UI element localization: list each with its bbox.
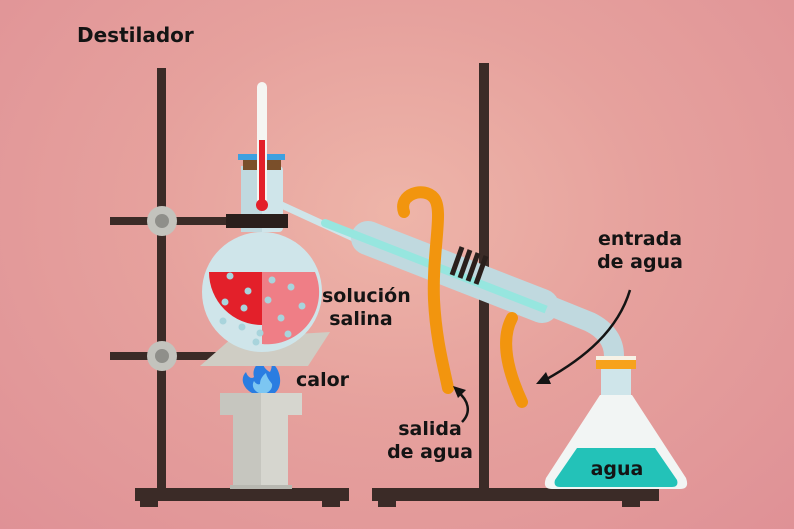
solution-bubbles: [219, 272, 306, 346]
water-outlet-hose: [397, 186, 454, 394]
water-inlet-hose: [500, 312, 528, 408]
condenser: [321, 186, 624, 408]
saline-solution-label-line1: solución: [322, 285, 411, 307]
page-title: Destilador: [77, 23, 194, 47]
collected-water-label: agua: [590, 458, 644, 480]
right-stand-foot: [378, 500, 396, 507]
arrow-icon: [453, 289, 632, 423]
receiving-flask: [544, 356, 688, 489]
water-in-arrow: [544, 289, 632, 382]
boiling-flask: [200, 82, 366, 366]
left-stand-foot: [140, 500, 158, 507]
water-outlet-label: salida de agua: [380, 418, 480, 464]
water-outlet-label-line1: salida: [398, 418, 462, 440]
thermometer-icon: [256, 82, 268, 211]
saline-solution-label-line2: salina: [329, 308, 393, 330]
collected-water: [554, 448, 678, 487]
right-stand-foot: [622, 500, 640, 507]
left-stand-base: [135, 488, 349, 501]
lower-ring-arm: [110, 352, 275, 360]
left-stand-rod: [157, 68, 166, 489]
water-outlet-label-line2: de agua: [387, 441, 473, 463]
water-inlet-label-line1: entrada: [597, 228, 683, 250]
right-stand-base: [372, 488, 659, 501]
water-inlet-label: entrada de agua: [590, 228, 690, 274]
upper-clamp-arm: [110, 217, 270, 225]
water-inlet-label-line2: de agua: [597, 251, 683, 273]
saline-solution-label: solución salina: [322, 285, 411, 331]
left-stand-foot: [322, 500, 340, 507]
burner: [220, 360, 302, 489]
heat-label: calor: [296, 369, 350, 391]
